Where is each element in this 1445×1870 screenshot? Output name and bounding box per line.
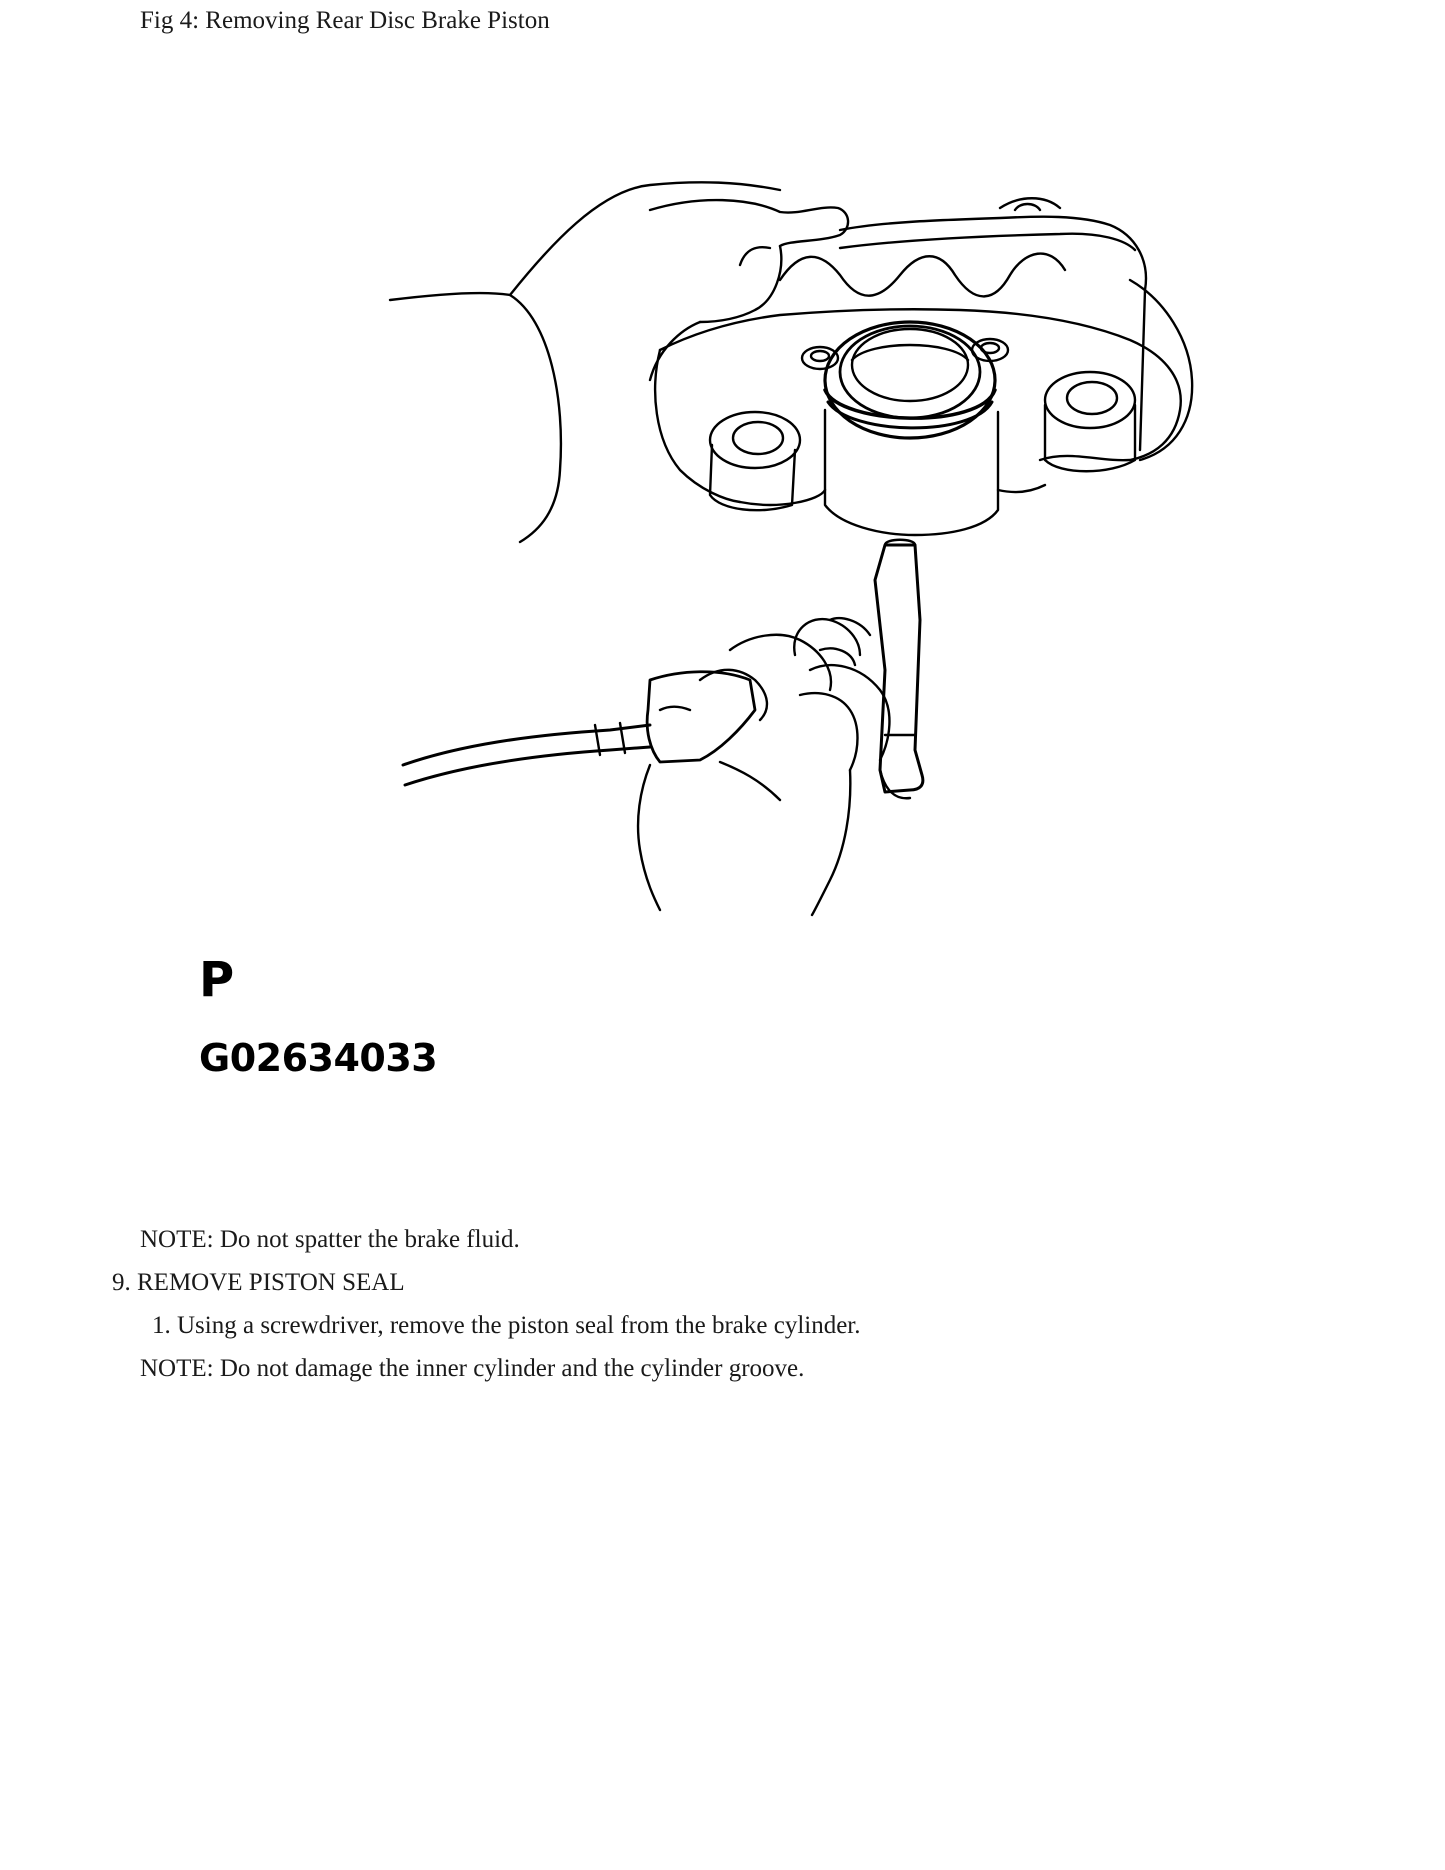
- brake-caliper-illustration-icon: [388, 181, 1194, 917]
- figure-letter: P: [199, 952, 235, 1008]
- note-brake-fluid: NOTE: Do not spatter the brake fluid.: [140, 1226, 520, 1253]
- figure-code: G02634033: [199, 1036, 438, 1080]
- substep-1: 1. Using a screwdriver, remove the pisto…: [152, 1312, 861, 1339]
- step-9-heading: 9. REMOVE PISTON SEAL: [112, 1269, 405, 1296]
- figure: P G02634033: [180, 150, 1310, 1095]
- note-cylinder: NOTE: Do not damage the inner cylinder a…: [140, 1355, 805, 1382]
- figure-caption: Fig 4: Removing Rear Disc Brake Piston: [140, 7, 550, 34]
